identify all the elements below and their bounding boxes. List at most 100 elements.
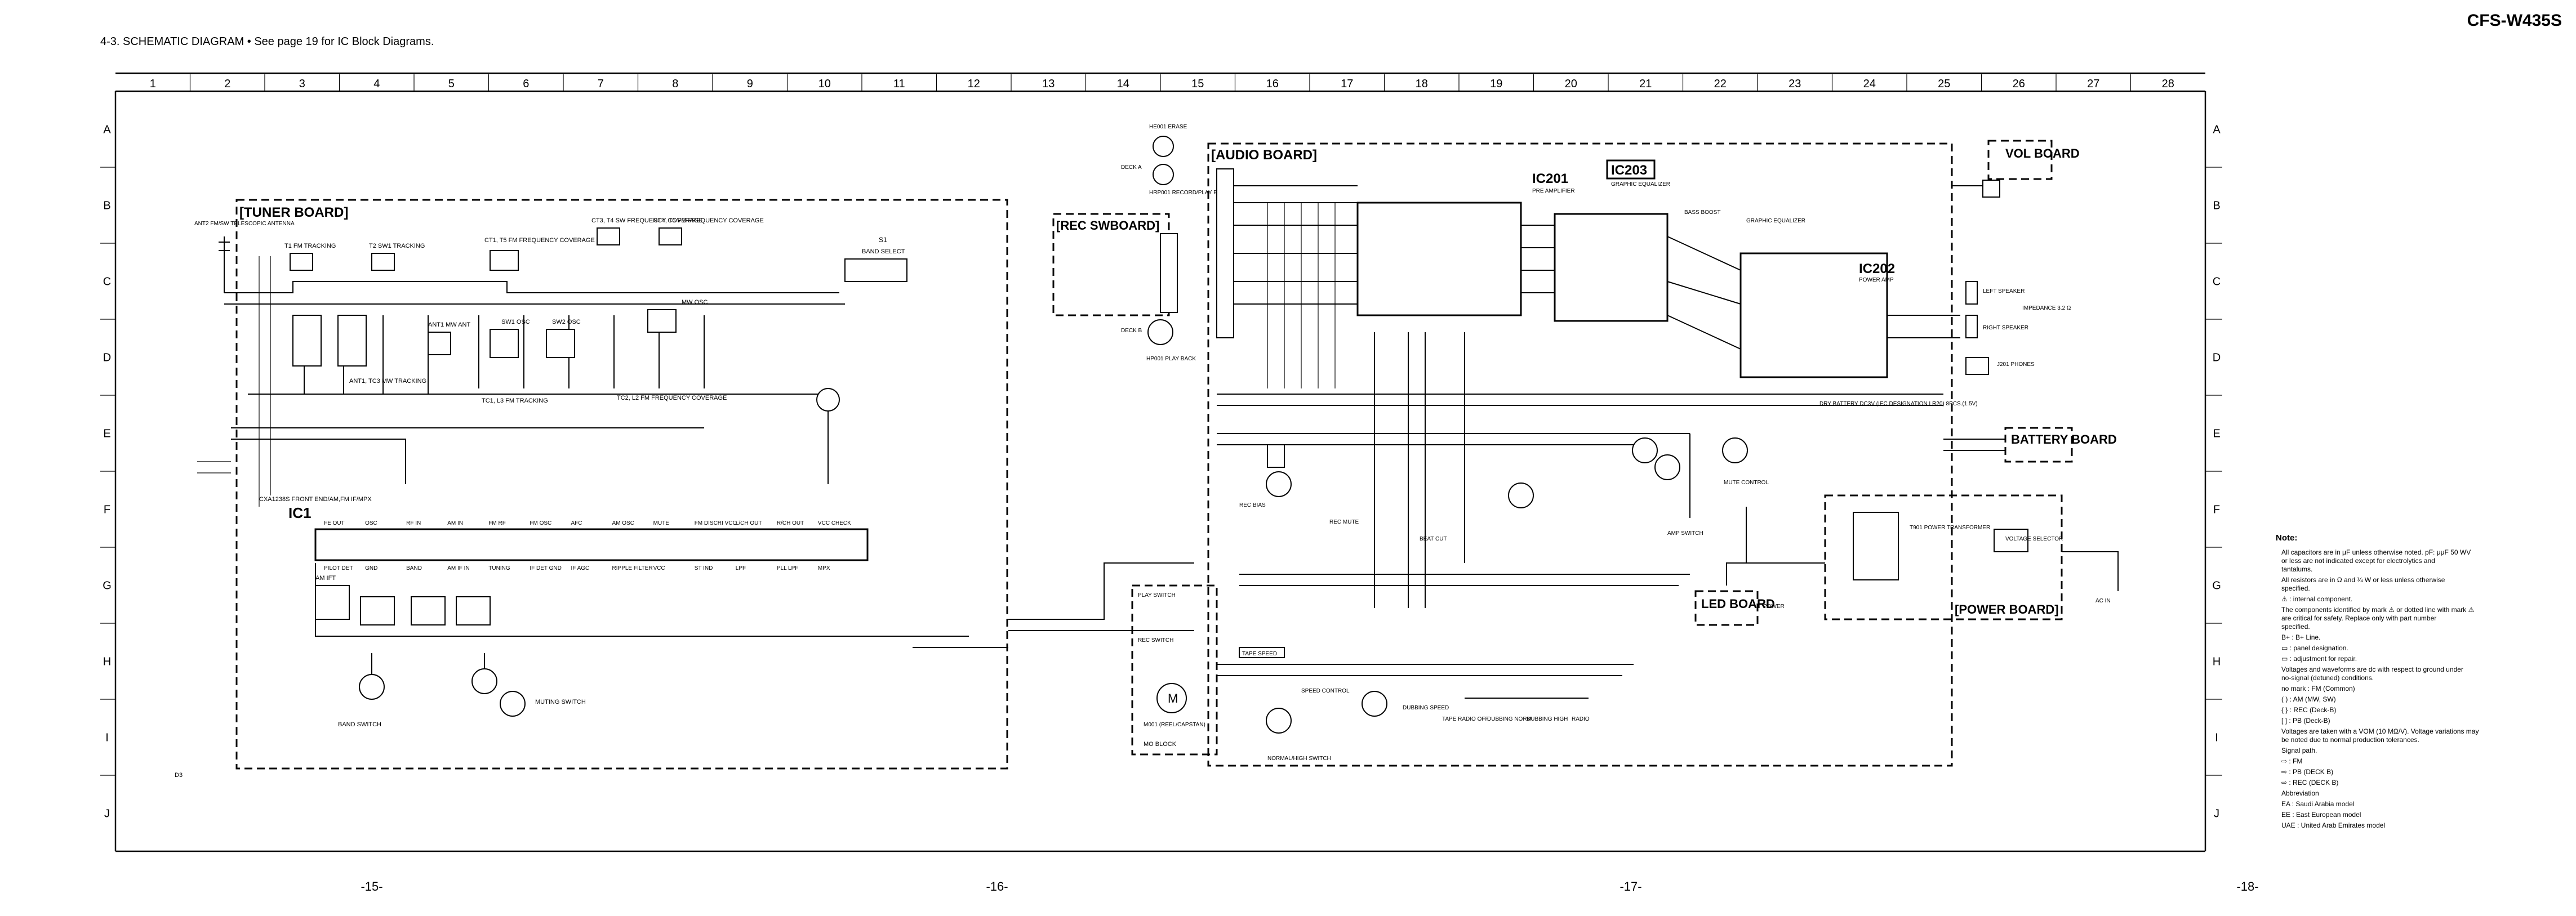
osc-coil-1 (490, 329, 519, 358)
power-link (1746, 507, 1825, 564)
note-item: no mark : FM (Common) (2281, 685, 2355, 692)
note-item: EA : Saudi Arabia model (2281, 800, 2354, 808)
voltage-selector-symbol (1994, 529, 2028, 552)
note-item: UAE : United Arab Emirates model (2281, 821, 2385, 829)
switch-block-1 (292, 315, 322, 367)
notes-legend: Note: All capacitors are in μF unless ot… (2276, 533, 2479, 829)
note-item: EE : East European model (2281, 811, 2361, 819)
grid-row-label-right: F (2213, 504, 2220, 516)
grid-row-label-left: B (103, 200, 110, 212)
ic1-pin-label: AFC (571, 520, 582, 526)
sw-osc-label: SW1 OSC (501, 319, 530, 325)
grid-column-label: 7 (598, 78, 604, 90)
band-switch-transistor (359, 674, 385, 700)
led-board-outline (1694, 590, 1759, 626)
grid-row-label-right: B (2213, 200, 2220, 212)
note-item: { } : REC (Deck-B) (2281, 706, 2336, 714)
power-transformer-symbol (1853, 512, 1899, 580)
motor-m-letter: M (1168, 691, 1178, 705)
erase-head-label: HE001 ERASE (1149, 124, 1187, 130)
grid-column-label: 5 (448, 78, 455, 90)
tape-speed-box (1239, 647, 1285, 658)
notes-heading: Note: (2276, 533, 2297, 543)
grid-column-label: 2 (224, 78, 230, 90)
antenna-symbol (219, 236, 230, 293)
tc2-label: TC2, L2 FM FREQUENCY COVERAGE (617, 395, 727, 401)
grid-column-label: 25 (1938, 78, 1950, 90)
grid-row-label-left: E (103, 428, 110, 440)
am-ift-label: AM IFT (315, 575, 336, 582)
note-item: All resistors are in Ω and ¼ W or less u… (2281, 576, 2445, 592)
coil-ct1 (490, 250, 519, 271)
grid-column-label: 22 (1714, 78, 1727, 90)
coil-t2 (371, 253, 395, 271)
muting-transistor-1 (471, 668, 497, 694)
tuner-output-line-2 (371, 647, 1008, 674)
amp-switch-label: AMP SWITCH (1667, 530, 1703, 537)
ic1-pin-label: BAND (406, 565, 422, 571)
tuner-audio-link (1008, 562, 1194, 631)
page-number: -17- (1620, 879, 1641, 893)
ic1-pin-label: AM IF IN (447, 565, 469, 571)
grid-column-label: 6 (523, 78, 529, 90)
rec-bias-label: REC BIAS (1239, 502, 1266, 508)
mw-osc-label: MW OSC (682, 299, 708, 306)
rec-sw-board-section: [REC SWBOARD] (1052, 213, 1178, 316)
impedance-label: IMPEDANCE 3.2 Ω (2022, 305, 2071, 311)
mechanism-wires (1217, 664, 1634, 699)
grid-row-label-left: J (104, 808, 110, 820)
ic1-pin-label: AM IN (447, 520, 463, 526)
ac-in-wire (2062, 551, 2119, 591)
graphic-eq-label: GRAPHIC EQUALIZER (1746, 218, 1805, 224)
note-item: ⇨ : PB (DECK B) (2281, 768, 2333, 776)
grid-column-label: 21 (1639, 78, 1652, 90)
speed-control-label: SPEED CONTROL (1301, 688, 1350, 694)
ic1-pin-label: OSC (365, 520, 377, 526)
model-name: CFS-W435S (2467, 11, 2562, 30)
audio-transistor-1 (1508, 482, 1534, 508)
ic1-pin-label: FM DISCRI VCO (695, 520, 737, 526)
tuner-board-section: [TUNER BOARD] ANT2 FM/SW TELESCOPIC ANTE… (175, 199, 1008, 779)
grid-column-label: 13 (1042, 78, 1055, 90)
grid-column-label: 27 (2087, 78, 2099, 90)
deck-b-label: DECK B (1121, 328, 1142, 334)
ic203-body (1554, 213, 1669, 322)
grid-column-label: 23 (1788, 78, 1801, 90)
power-board-section: [POWER BOARD] T901 POWER TRANSFORMER VOL… (1746, 494, 2119, 620)
led-power-label: POWER (1763, 604, 1785, 610)
grid-column-label: 20 (1565, 78, 1577, 90)
ic1-pin-label: R/CH OUT (777, 520, 804, 526)
ic1-pin-label: MUTE (653, 520, 670, 526)
band-select-label: BAND SELECT (862, 248, 905, 255)
speed-transistor-1 (1266, 708, 1292, 734)
page-number: -18- (2236, 879, 2258, 893)
tuner-board-label: [TUNER BOARD] (239, 205, 348, 220)
grid-column-label: 17 (1341, 78, 1353, 90)
grid-row-label-left: H (103, 656, 111, 668)
power-transformer-label: T901 POWER TRANSFORMER (1910, 525, 1990, 531)
note-item: ▭ : panel designation. (2281, 644, 2348, 652)
audio-verticals (1374, 332, 1465, 608)
vol-board-outline (1987, 140, 2053, 180)
battery-link (1943, 439, 2005, 451)
motor-label: M001 (REEL/CAPSTAN) (1144, 722, 1205, 728)
speaker-right-label: RIGHT SPEAKER (1983, 325, 2028, 331)
grid-column-label: 3 (299, 78, 305, 90)
led-link (1726, 562, 1780, 586)
ic201-ic203-bus (1521, 225, 1555, 293)
muting-switch-label: MUTING SWITCH (535, 699, 586, 705)
note-item: Abbreviation (2281, 789, 2319, 797)
battery-board-label: BATTERY BOARD (2011, 432, 2117, 446)
vol-board-section: VOL BOARD (1952, 140, 2080, 198)
battery-board-section: BATTERY BOARD (1943, 427, 2117, 463)
motor-symbol (1156, 683, 1187, 713)
note-item: The components identified by mark ⚠ or d… (2281, 606, 2475, 631)
rec-play-head (1153, 164, 1174, 185)
band-switch-label: BAND SWITCH (338, 721, 381, 728)
osc-coil-3 (647, 309, 677, 333)
note-item: ( ) : AM (MW, SW) (2281, 695, 2336, 703)
